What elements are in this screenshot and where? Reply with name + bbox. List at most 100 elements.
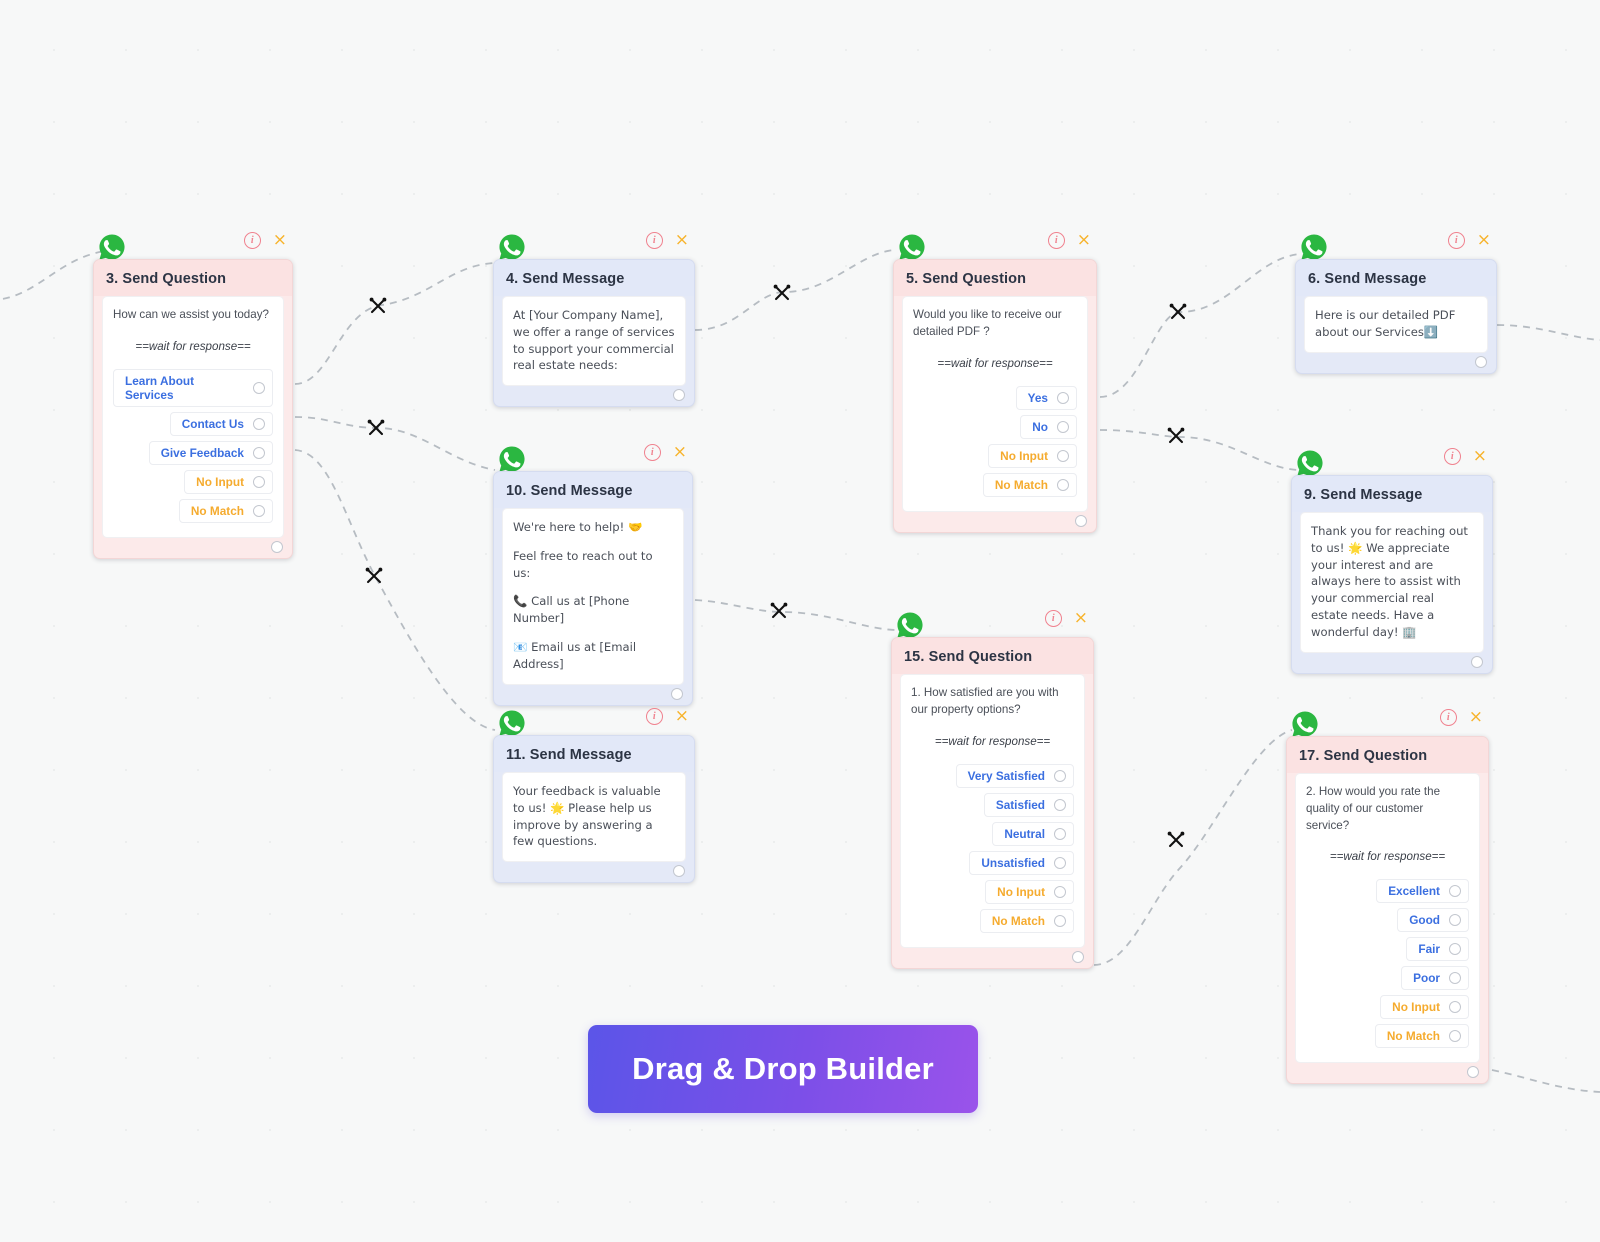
option-chip[interactable]: No Input xyxy=(985,879,1074,904)
option-row[interactable]: Satisfied xyxy=(911,792,1074,817)
option-chip[interactable]: Contact Us xyxy=(169,411,273,436)
node-output-port[interactable] xyxy=(1075,514,1087,527)
option-port[interactable] xyxy=(1449,972,1461,985)
option-row[interactable]: No Input xyxy=(911,879,1074,904)
option-chip[interactable]: No Match xyxy=(1374,1024,1469,1049)
cut-edge-scissors-icon[interactable] xyxy=(367,295,389,317)
option-row[interactable]: Give Feedback xyxy=(113,440,273,465)
close-icon[interactable]: × xyxy=(674,706,689,726)
close-icon[interactable]: × xyxy=(672,442,687,462)
option-port[interactable] xyxy=(1054,798,1066,811)
option-port[interactable] xyxy=(1054,827,1066,840)
option-port[interactable] xyxy=(1057,420,1069,433)
close-icon[interactable]: × xyxy=(1076,230,1091,250)
option-row[interactable]: Poor xyxy=(1306,966,1469,991)
option-chip[interactable]: Learn About Services xyxy=(113,368,273,407)
cut-edge-scissors-icon[interactable] xyxy=(768,600,790,622)
info-icon[interactable]: i xyxy=(645,232,663,249)
option-port[interactable] xyxy=(1057,449,1069,462)
option-port[interactable] xyxy=(1449,1001,1461,1014)
option-port[interactable] xyxy=(1449,1030,1461,1043)
option-chip[interactable]: No Match xyxy=(979,908,1074,933)
option-row[interactable]: No Input xyxy=(1306,995,1469,1020)
option-port[interactable] xyxy=(1057,391,1069,404)
info-icon[interactable]: i xyxy=(243,232,261,249)
close-icon[interactable]: × xyxy=(1472,446,1487,466)
option-port[interactable] xyxy=(253,475,265,488)
option-chip[interactable]: Neutral xyxy=(992,821,1074,846)
option-chip[interactable]: Good xyxy=(1397,908,1469,933)
node-output-port[interactable] xyxy=(271,540,283,553)
option-row[interactable]: Unsatisfied xyxy=(911,850,1074,875)
drag-and-drop-builder-button[interactable]: Drag & Drop Builder xyxy=(588,1025,978,1113)
info-icon[interactable]: i xyxy=(1447,232,1465,249)
option-port[interactable] xyxy=(1054,885,1066,898)
close-icon[interactable]: × xyxy=(1073,608,1088,628)
option-row[interactable]: Yes xyxy=(913,385,1077,410)
info-icon[interactable]: i xyxy=(643,444,661,461)
option-row[interactable]: No Input xyxy=(113,469,273,494)
node-output-port[interactable] xyxy=(671,687,683,700)
option-chip[interactable]: Satisfied xyxy=(983,792,1074,817)
node-output-port[interactable] xyxy=(1072,950,1084,963)
cut-edge-scissors-icon[interactable] xyxy=(771,282,793,304)
info-icon[interactable]: i xyxy=(1044,610,1062,627)
option-port[interactable] xyxy=(253,417,265,430)
option-chip[interactable]: Very Satisfied xyxy=(955,763,1074,788)
option-row[interactable]: No Match xyxy=(913,472,1077,497)
option-port[interactable] xyxy=(253,504,265,517)
close-icon[interactable]: × xyxy=(674,230,689,250)
option-chip[interactable]: No Match xyxy=(982,472,1077,497)
cut-edge-scissors-icon[interactable] xyxy=(1165,425,1187,447)
option-port[interactable] xyxy=(1054,914,1066,927)
option-row[interactable]: No Match xyxy=(113,498,273,523)
option-port[interactable] xyxy=(1054,856,1066,869)
option-row[interactable]: Contact Us xyxy=(113,411,273,436)
option-chip[interactable]: Fair xyxy=(1406,937,1469,962)
option-row[interactable]: Very Satisfied xyxy=(911,763,1074,788)
option-port[interactable] xyxy=(253,381,265,394)
option-port[interactable] xyxy=(1449,914,1461,927)
option-chip[interactable]: No Input xyxy=(184,469,273,494)
option-row[interactable]: No Match xyxy=(1306,1024,1469,1049)
close-icon[interactable]: × xyxy=(1476,230,1491,250)
option-chip[interactable]: Yes xyxy=(1015,385,1077,410)
option-port[interactable] xyxy=(1449,943,1461,956)
option-row[interactable]: No Match xyxy=(911,908,1074,933)
option-row[interactable]: No xyxy=(913,414,1077,439)
node-output-port[interactable] xyxy=(1471,655,1483,668)
info-icon[interactable]: i xyxy=(1439,709,1457,726)
cut-edge-scissors-icon[interactable] xyxy=(1167,301,1189,323)
option-chip[interactable]: No Match xyxy=(178,498,273,523)
close-icon[interactable]: × xyxy=(272,230,287,250)
info-icon[interactable]: i xyxy=(1047,232,1065,249)
close-icon[interactable]: × xyxy=(1468,707,1483,727)
cut-edge-scissors-icon[interactable] xyxy=(363,565,385,587)
cut-edge-scissors-icon[interactable] xyxy=(1165,829,1187,851)
option-chip[interactable]: Unsatisfied xyxy=(969,850,1074,875)
node-output-port[interactable] xyxy=(1467,1066,1479,1079)
option-chip[interactable]: Give Feedback xyxy=(148,440,273,465)
option-chip[interactable]: No Input xyxy=(988,443,1077,468)
option-row[interactable]: Learn About Services xyxy=(113,368,273,407)
cut-edge-scissors-icon[interactable] xyxy=(365,417,387,439)
option-row[interactable]: No Input xyxy=(913,443,1077,468)
option-chip[interactable]: No Input xyxy=(1380,995,1469,1020)
option-port[interactable] xyxy=(253,446,265,459)
option-row[interactable]: Good xyxy=(1306,908,1469,933)
option-port[interactable] xyxy=(1057,478,1069,491)
